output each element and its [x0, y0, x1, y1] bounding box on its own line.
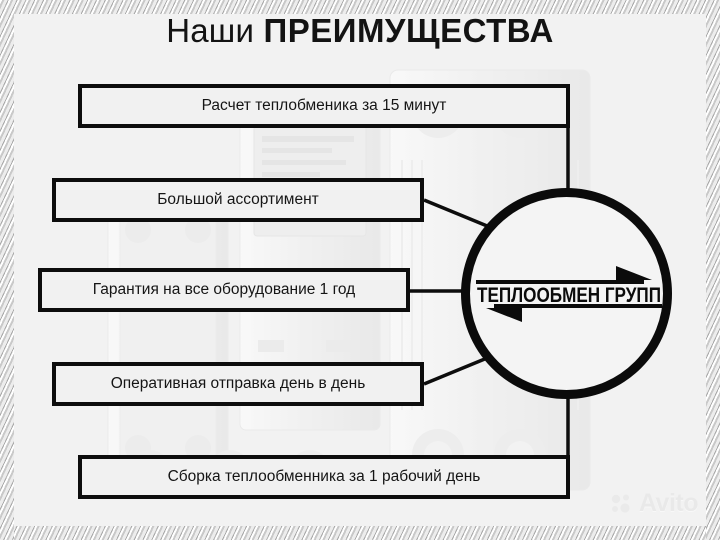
- page-title-light: Наши: [166, 12, 255, 49]
- frame-edge-top: [0, 0, 720, 14]
- avito-wordmark: Avito: [638, 489, 699, 517]
- feature-box-assortment[interactable]: Большой ассортимент: [52, 178, 424, 222]
- arrow-left-icon: [486, 304, 662, 322]
- page-title: Наши ПРЕИМУЩЕСТВА: [0, 12, 720, 50]
- logo-text: ТЕПЛООБМЕН ГРУПП: [477, 283, 661, 307]
- feature-label-calculation: Расчет теплобменика за 15 минут: [201, 97, 447, 114]
- arrow-right-icon: [476, 266, 652, 284]
- feature-box-shipping[interactable]: Оперативная отправка день в день: [52, 362, 424, 406]
- feature-label-warranty: Гарантия на все оборудование 1 год: [92, 281, 356, 298]
- connector-line-assortment: [423, 198, 493, 230]
- feature-box-calculation[interactable]: Расчет теплобменика за 15 минут: [78, 84, 570, 128]
- avito-watermark: Avito: [610, 489, 699, 518]
- feature-box-assembly[interactable]: Сборка теплообменника за 1 рабочий день: [78, 455, 570, 499]
- feature-box-warranty[interactable]: Гарантия на все оборудование 1 год: [38, 268, 410, 312]
- feature-label-shipping: Оперативная отправка день в день: [110, 375, 366, 392]
- frame-edge-bottom: [0, 526, 720, 540]
- frame-edge-right: [706, 0, 720, 540]
- feature-label-assembly: Сборка теплообменника за 1 рабочий день: [167, 468, 481, 485]
- page-title-bold: ПРЕИМУЩЕСТВА: [263, 12, 554, 49]
- logo-circle: [461, 188, 672, 399]
- frame-edge-left: [0, 0, 14, 540]
- company-logo: ТЕПЛООБМЕН ГРУПП: [476, 266, 662, 322]
- connector-line-shipping: [423, 354, 493, 386]
- avito-logo-icon: [611, 494, 630, 513]
- feature-label-assortment: Большой ассортимент: [157, 191, 319, 208]
